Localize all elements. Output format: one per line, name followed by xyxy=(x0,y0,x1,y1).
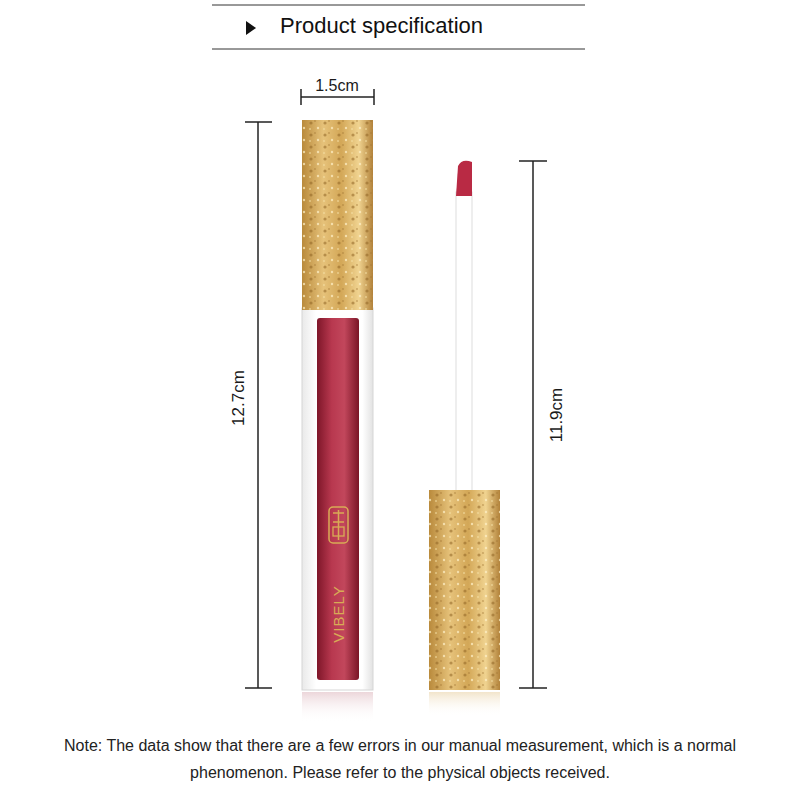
page-title: Product specification xyxy=(280,13,483,39)
brand-name: VIBELY xyxy=(331,585,346,642)
measurement-note: Note: The data show that there are a few… xyxy=(20,732,780,786)
height-dimension: 12.7cm xyxy=(230,370,247,426)
wand-dimension: 11.9cm xyxy=(548,388,565,443)
width-dimension: 1.5cm xyxy=(315,78,359,94)
